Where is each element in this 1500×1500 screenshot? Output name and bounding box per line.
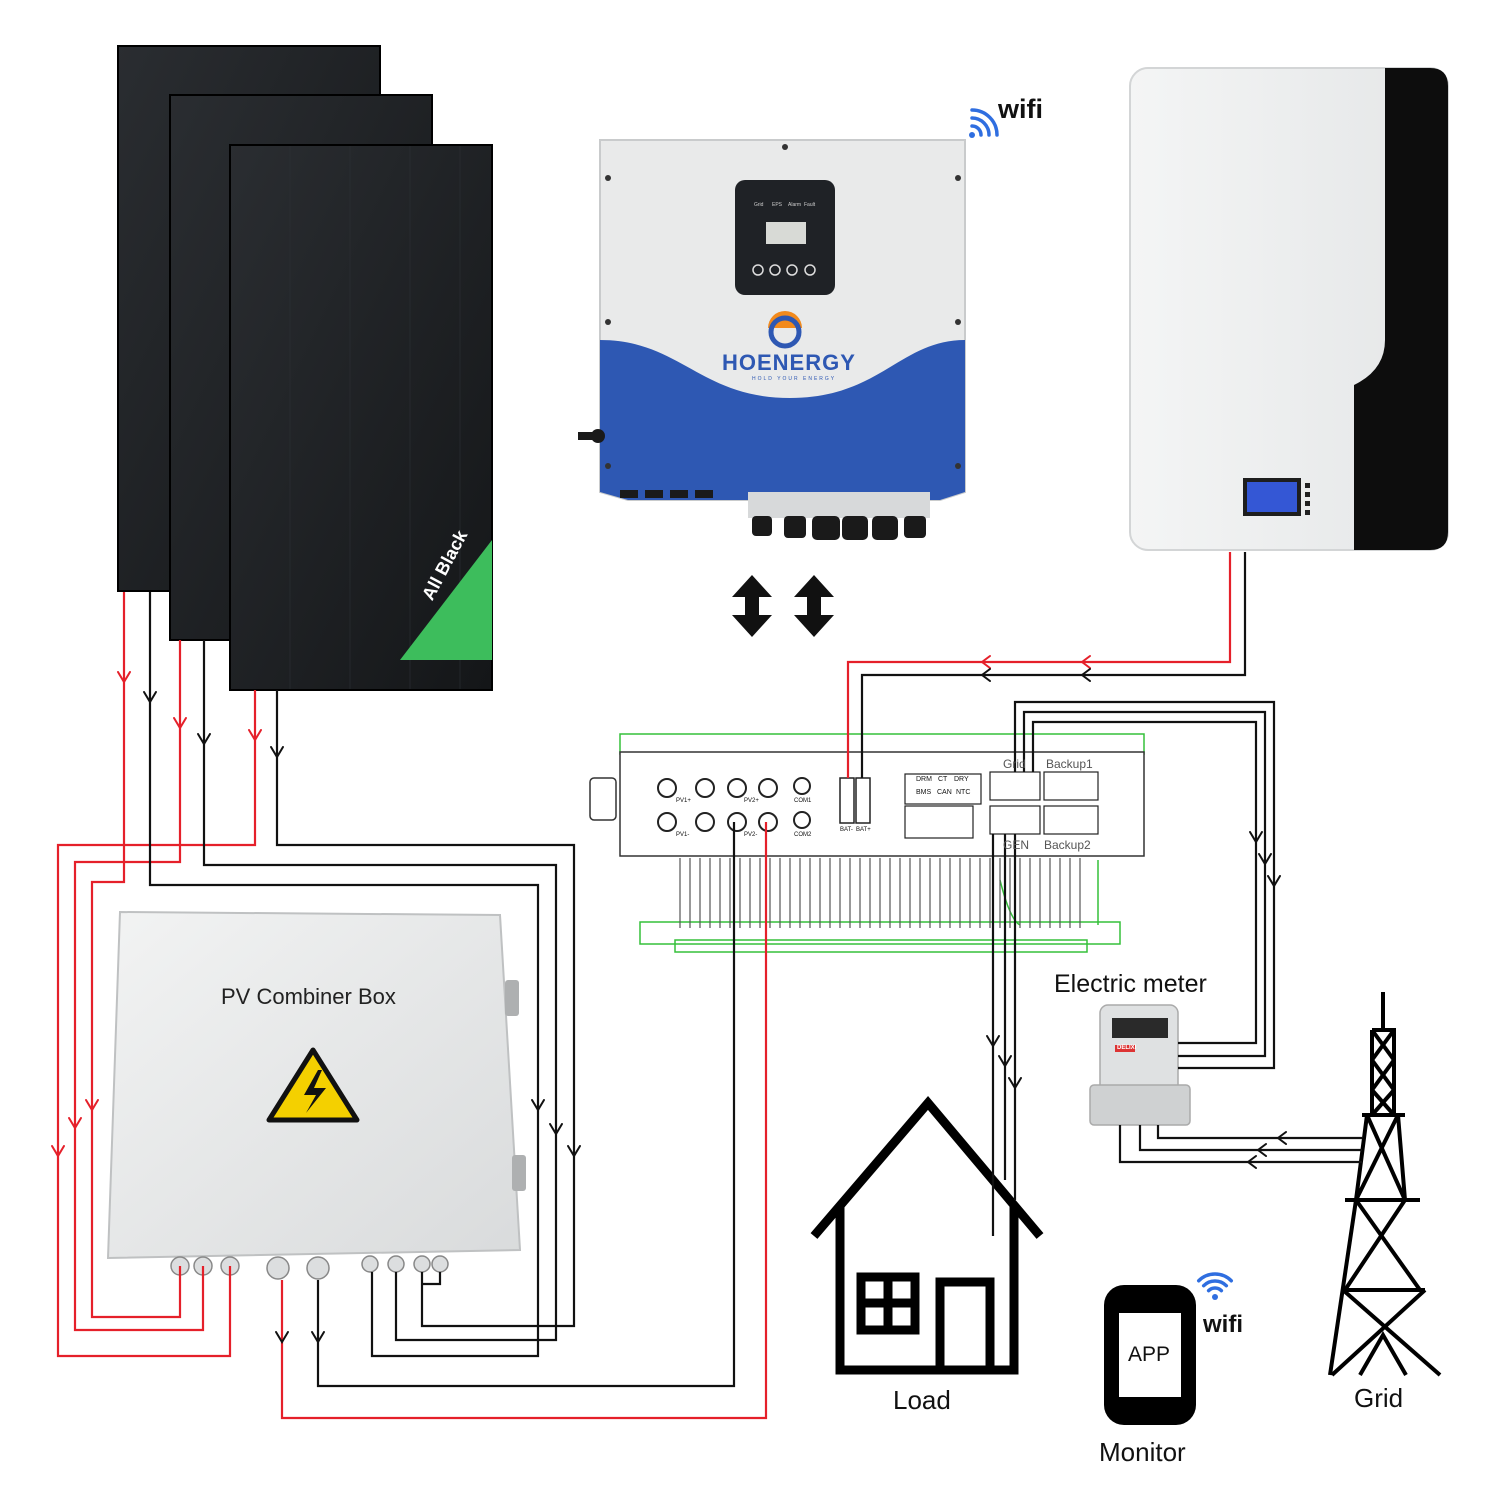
pv-combiner-box	[106, 910, 526, 1280]
inverter-led-grid: Grid	[754, 202, 764, 208]
battery-breakers	[839, 777, 871, 824]
com2-label: COM2	[794, 832, 812, 838]
brand-tagline: HOLD YOUR ENERGY	[752, 376, 837, 382]
house-icon	[810, 1096, 1044, 1375]
electric-meter	[1089, 1004, 1191, 1126]
com1-label: COM1	[794, 798, 812, 804]
bat-plus-label: BAT+	[856, 827, 871, 833]
monitor-wifi-label: wifi	[1203, 1311, 1243, 1338]
inverter-led-alarm: Alarm	[788, 202, 802, 208]
inverter-wifi-label: wifi	[998, 94, 1043, 124]
communication-ports	[904, 773, 982, 839]
dry-port-label: DRY	[954, 776, 969, 783]
combiner-box-label: PV Combiner Box	[221, 984, 396, 1009]
brand-logo-icon	[768, 311, 802, 349]
wall-battery	[1129, 67, 1449, 551]
backup2-terminal-label: Backup2	[1044, 838, 1091, 852]
grid-terminal-label: Grid	[1003, 757, 1026, 771]
dc-positive-wiring	[56, 552, 1232, 1420]
solar-panels	[117, 45, 493, 691]
bat-minus-label: BAT-	[840, 827, 853, 833]
can-port-label: CAN	[937, 789, 952, 796]
inverter-blue-panel	[600, 340, 965, 500]
high-voltage-warning-icon	[266, 1047, 360, 1123]
grid-label: Grid	[1354, 1383, 1404, 1413]
flow-arrows	[51, 655, 1287, 1344]
dc-negative-wiring	[148, 552, 1362, 1388]
transmission-tower-icon	[1328, 992, 1442, 1377]
pv2-minus-label: PV2-	[744, 832, 758, 838]
wifi-icon	[1196, 1272, 1234, 1300]
smartphone-icon	[1104, 1285, 1196, 1425]
pv-connectors	[657, 777, 811, 832]
electric-meter-label: Electric meter	[1054, 970, 1207, 998]
pv2-plus-label: PV2+	[744, 798, 759, 804]
drm-port-label: DRM	[916, 776, 932, 783]
pv1-minus-label: PV1-	[676, 832, 690, 838]
bidirectional-arrow-icon	[732, 575, 834, 637]
meter-brand-label: DELIXI	[1117, 1045, 1137, 1051]
ac-terminals	[989, 771, 1099, 835]
monitor-label: Monitor	[1099, 1437, 1186, 1467]
gen-terminal-label: GEN	[1003, 838, 1030, 852]
inverter-schematic	[589, 733, 1145, 953]
backup1-terminal-label: Backup1	[1046, 757, 1093, 771]
hybrid-inverter	[578, 139, 966, 540]
inverter-led-eps: EPS	[772, 202, 783, 208]
pv1-plus-label: PV1+	[676, 798, 691, 804]
inverter-led-fault: Fault	[804, 202, 816, 208]
load-label: Load	[893, 1385, 951, 1415]
ntc-port-label: NTC	[956, 789, 971, 796]
brand-name: HOENERGY	[722, 350, 856, 375]
app-label: APP	[1128, 1343, 1171, 1366]
bms-port-label: BMS	[916, 789, 932, 796]
all-black-badge	[400, 540, 492, 660]
ct-port-label: CT	[938, 776, 948, 783]
wifi-icon	[969, 108, 999, 138]
inverter-lcd	[766, 222, 806, 244]
battery-black-side	[1354, 68, 1448, 550]
